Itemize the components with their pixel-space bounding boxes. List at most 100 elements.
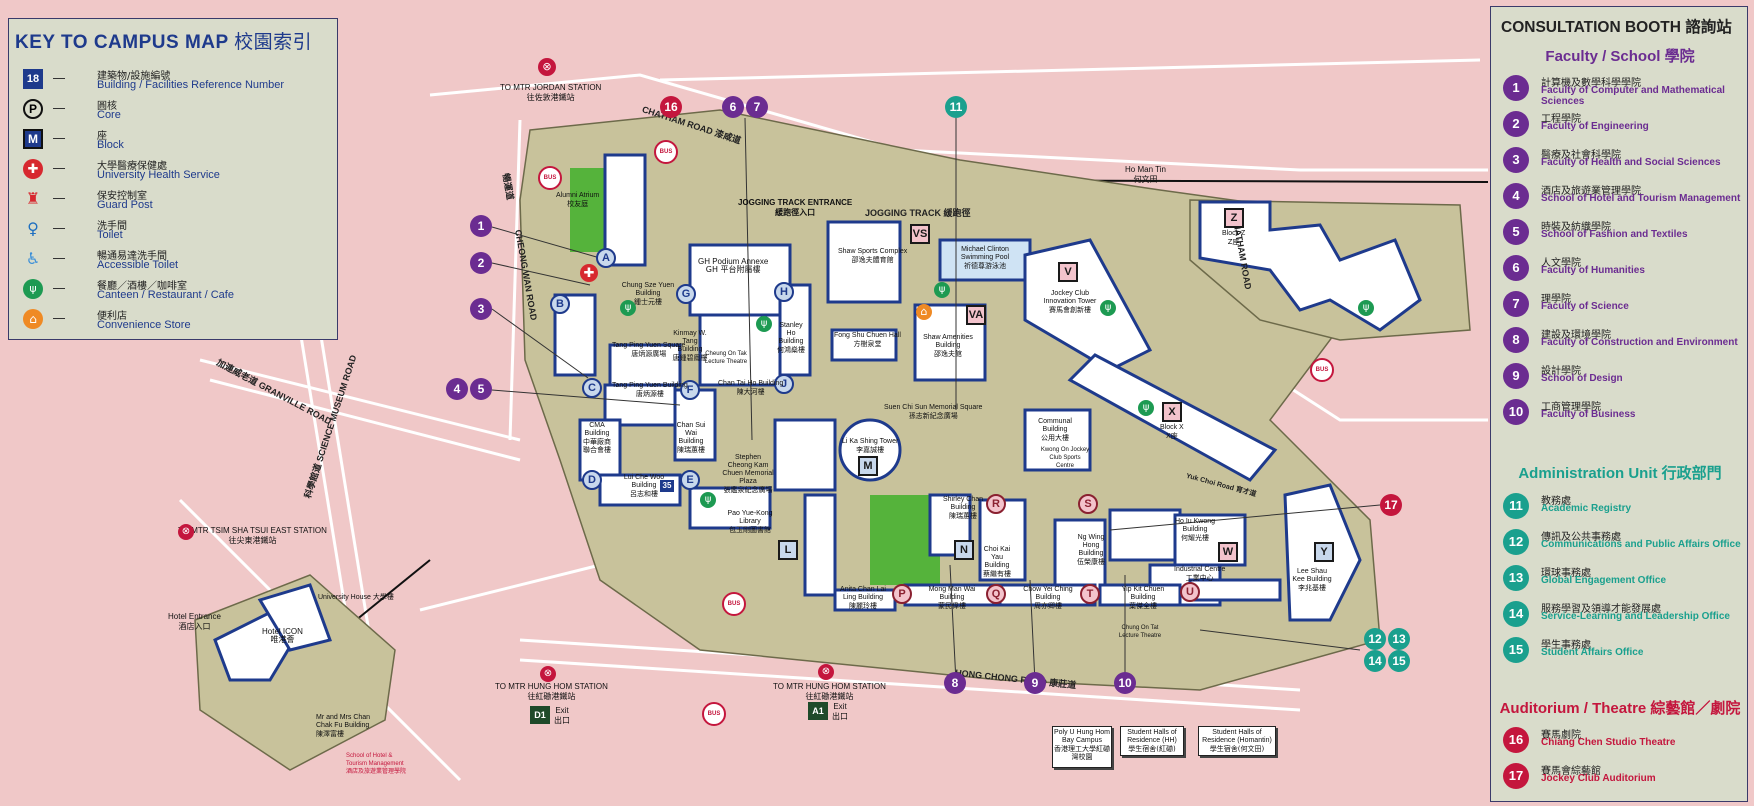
core-c[interactable]: C	[582, 378, 602, 398]
mtr-icon-tst: ⊗	[178, 524, 194, 540]
box-halls-hh: Student Halls of Residence (HH)學生宿舍(紅磡)	[1120, 726, 1184, 756]
map-booth-11[interactable]: 11	[945, 96, 967, 118]
core-p[interactable]: P	[892, 584, 912, 604]
core-s[interactable]: S	[1078, 494, 1098, 514]
map-booth-7[interactable]: 7	[746, 96, 768, 118]
canteen-icon: ψ	[1100, 300, 1116, 316]
block-vs[interactable]: VS	[910, 224, 930, 244]
map-booth-4[interactable]: 4	[446, 378, 468, 400]
map-booth-10[interactable]: 10	[1114, 672, 1136, 694]
core-u[interactable]: U	[1180, 582, 1200, 602]
map-booth-5[interactable]: 5	[470, 378, 492, 400]
bus-stop-icon: BUS	[538, 166, 562, 190]
booth-leader-lines	[491, 117, 1381, 683]
map-booth-6[interactable]: 6	[722, 96, 744, 118]
block-l[interactable]: L	[778, 540, 798, 560]
core-f[interactable]: F	[680, 380, 700, 400]
canteen-icon: ψ	[700, 492, 716, 508]
core-b[interactable]: B	[550, 294, 570, 314]
toilet-icon: ♀	[27, 219, 39, 238]
block-z[interactable]: Z	[1224, 208, 1244, 228]
core-e[interactable]: E	[680, 470, 700, 490]
core-g[interactable]: G	[676, 284, 696, 304]
map-booth-8[interactable]: 8	[944, 672, 966, 694]
core-q[interactable]: Q	[986, 584, 1006, 604]
core-a[interactable]: A	[596, 248, 616, 268]
health-service-icon: ✚	[580, 264, 598, 282]
core-icon: P	[23, 99, 43, 119]
label-university-house: University House 大學樓	[318, 594, 394, 601]
map-booth-12[interactable]: 12	[1364, 628, 1386, 650]
canteen-icon: ψ	[756, 316, 772, 332]
canteen-icon: ψ	[934, 282, 950, 298]
convenience-store-icon: ⌂	[23, 309, 43, 329]
map-booth-17[interactable]: 17	[1380, 494, 1402, 516]
map-booth-15[interactable]: 15	[1388, 650, 1410, 672]
block-n[interactable]: N	[954, 540, 974, 560]
map-booth-14[interactable]: 14	[1364, 650, 1386, 672]
map-booth-9[interactable]: 9	[1024, 672, 1046, 694]
map-booth-1[interactable]: 1	[470, 215, 492, 237]
core-h[interactable]: H	[774, 282, 794, 302]
legend-title: KEY TO CAMPUS MAP 校園索引	[15, 31, 313, 53]
core-d[interactable]: D	[582, 470, 602, 490]
block-x[interactable]: X	[1162, 402, 1182, 422]
alumni-lawn	[570, 168, 610, 252]
street-jogging-track: JOGGING TRACK 緩跑徑	[865, 208, 971, 219]
core-t[interactable]: T	[1080, 584, 1100, 604]
ref-35-badge: 35	[660, 480, 674, 492]
block-y[interactable]: Y	[1314, 542, 1334, 562]
map-booth-13[interactable]: 13	[1388, 628, 1410, 650]
core-r[interactable]: R	[986, 494, 1006, 514]
map-booth-16[interactable]: 16	[660, 96, 682, 118]
block-m[interactable]: M	[858, 456, 878, 476]
map-booth-2[interactable]: 2	[470, 252, 492, 274]
canteen-icon: ψ	[23, 279, 43, 299]
map-booth-3[interactable]: 3	[470, 298, 492, 320]
block-va[interactable]: VA	[966, 305, 986, 325]
block-w[interactable]: W	[1218, 542, 1238, 562]
booth-title: CONSULTATION BOOTH 諮詢站	[1501, 19, 1732, 36]
block-v[interactable]: V	[1058, 262, 1078, 282]
guard-post-icon: ♜	[25, 189, 41, 208]
core-j[interactable]: J	[774, 374, 794, 394]
